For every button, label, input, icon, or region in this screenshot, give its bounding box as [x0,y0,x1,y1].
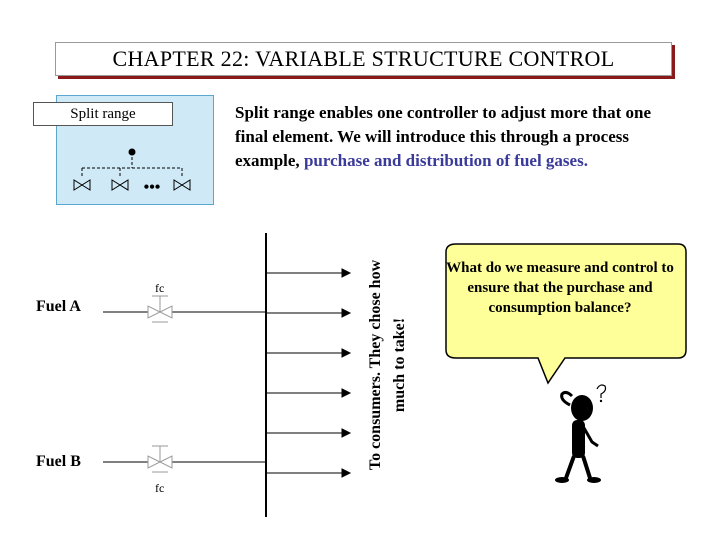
valve-icon [119,179,129,191]
valve-icon [181,179,191,191]
valve-icon [111,179,121,191]
consumers-note: To consumers. They chose how much to tak… [367,259,408,471]
consumer-arrows [266,268,352,478]
intro-paragraph: Split range enables one controller to ad… [235,101,675,173]
split-range-schematic [73,148,191,191]
valve-icon [73,179,83,191]
fuel-b-label: Fuel B [36,453,81,470]
valve-icon [81,179,91,191]
intro-highlight: purchase and distribution of fuel gases. [303,151,588,170]
callout-question: What do we measure and control to ensure… [446,260,674,316]
fuel-a-label: Fuel A [36,298,81,315]
consumers-note-wrapper: To consumers. They chose how much to tak… [353,240,423,490]
page-title: CHAPTER 22: VARIABLE STRUCTURE CONTROL [55,42,672,76]
callout-bubble [445,243,687,385]
fuel-b-valve-tag: fc [155,481,165,495]
panel-ellipsis: ••• [144,179,161,196]
split-range-label: Split range [33,102,173,126]
fuel-a-valve-icon [147,295,173,323]
intro-text: Split range enables one controller to ad… [235,103,652,170]
valve-icon [173,179,183,191]
thinking-figure-icon [555,384,607,483]
fuel-a-valve-tag: fc [155,281,165,295]
fuel-b-valve-icon [147,445,173,473]
